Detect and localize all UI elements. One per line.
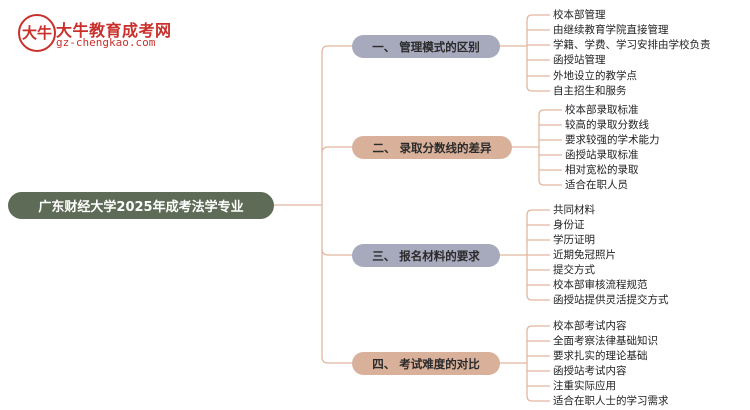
branch-admission-score: 二、 录取分数线的差异 [352,136,512,159]
leaf-practical-application: 注重实际应用 [553,380,616,392]
leaf-connector [526,14,550,21]
bull-logo-icon: 大牛 [18,14,56,52]
branch-application-materials: 三、 报名材料的要求 [352,244,500,267]
leaf-higher-cutoff-score: 较高的录取分数线 [565,119,649,131]
root-node: 广东财经大学2025年成考法学专业 [8,192,274,219]
leaf-relatively-relaxed-admission: 相对宽松的录取 [565,164,639,176]
leaf-education-certificate: 学历证明 [553,234,595,246]
leaf-external-teaching-point: 外地设立的教学点 [553,70,637,82]
branch-connector-2 [321,146,352,154]
leaf-solid-theory-foundation: 要求扎实的理论基础 [553,350,648,362]
leaf-comprehensive-law-basics: 全面考察法律基础知识 [553,335,658,347]
branch-exam-difficulty: 四、 考试难度的对比 [352,352,500,375]
leaf-correspondence-admission-standard: 函授站录取标准 [565,149,639,161]
brand-url: gz-chengkao.com [56,36,156,49]
branch-connector-4 [321,356,352,364]
leaf-connector [526,209,550,216]
branch-connector-1 [321,45,352,53]
leaf-id-card: 身份证 [553,219,585,231]
leaf-campus-review-process: 校本部审核流程规范 [553,279,648,291]
leaf-continuing-education-direct: 由继续教育学院直接管理 [553,24,669,36]
leaf-school-responsibility: 学籍、学费、学习安排由学校负责 [553,39,711,51]
leaf-strong-academic-ability: 要求较强的学术能力 [565,134,660,146]
leaf-recent-photo: 近期免冠照片 [553,249,616,261]
leaf-submission-method: 提交方式 [553,264,595,276]
leaf-employee-learning-needs: 适合在职人士的学习需求 [553,395,669,407]
leaf-correspondence-management: 函授站管理 [553,54,606,66]
branch-connector-3 [321,248,352,256]
leaf-connector [538,179,562,186]
branch-management-mode: 一、 管理模式的区别 [352,35,500,58]
leaf-connector [526,395,550,402]
leaf-campus-admission-standard: 校本部录取标准 [565,104,639,116]
leaf-common-materials: 共同材料 [553,204,595,216]
leaf-suitable-for-employees: 适合在职人员 [565,179,628,191]
leaf-connector [526,85,550,92]
leaf-flexible-submission: 函授站提供灵活提交方式 [553,294,669,306]
leaf-campus-management: 校本部管理 [553,9,606,21]
leaf-connector [526,325,550,332]
brand-logo: 大牛 大牛教育成考网 gz-chengkao.com [18,14,198,56]
leaf-correspondence-exam-content: 函授站考试内容 [553,365,627,377]
leaf-campus-exam-content: 校本部考试内容 [553,320,627,332]
leaf-connector [526,294,550,301]
leaf-self-enrollment-service: 自主招生和服务 [553,85,627,97]
leaf-connector [538,109,562,116]
brand-title: 大牛教育成考网 [56,21,172,40]
